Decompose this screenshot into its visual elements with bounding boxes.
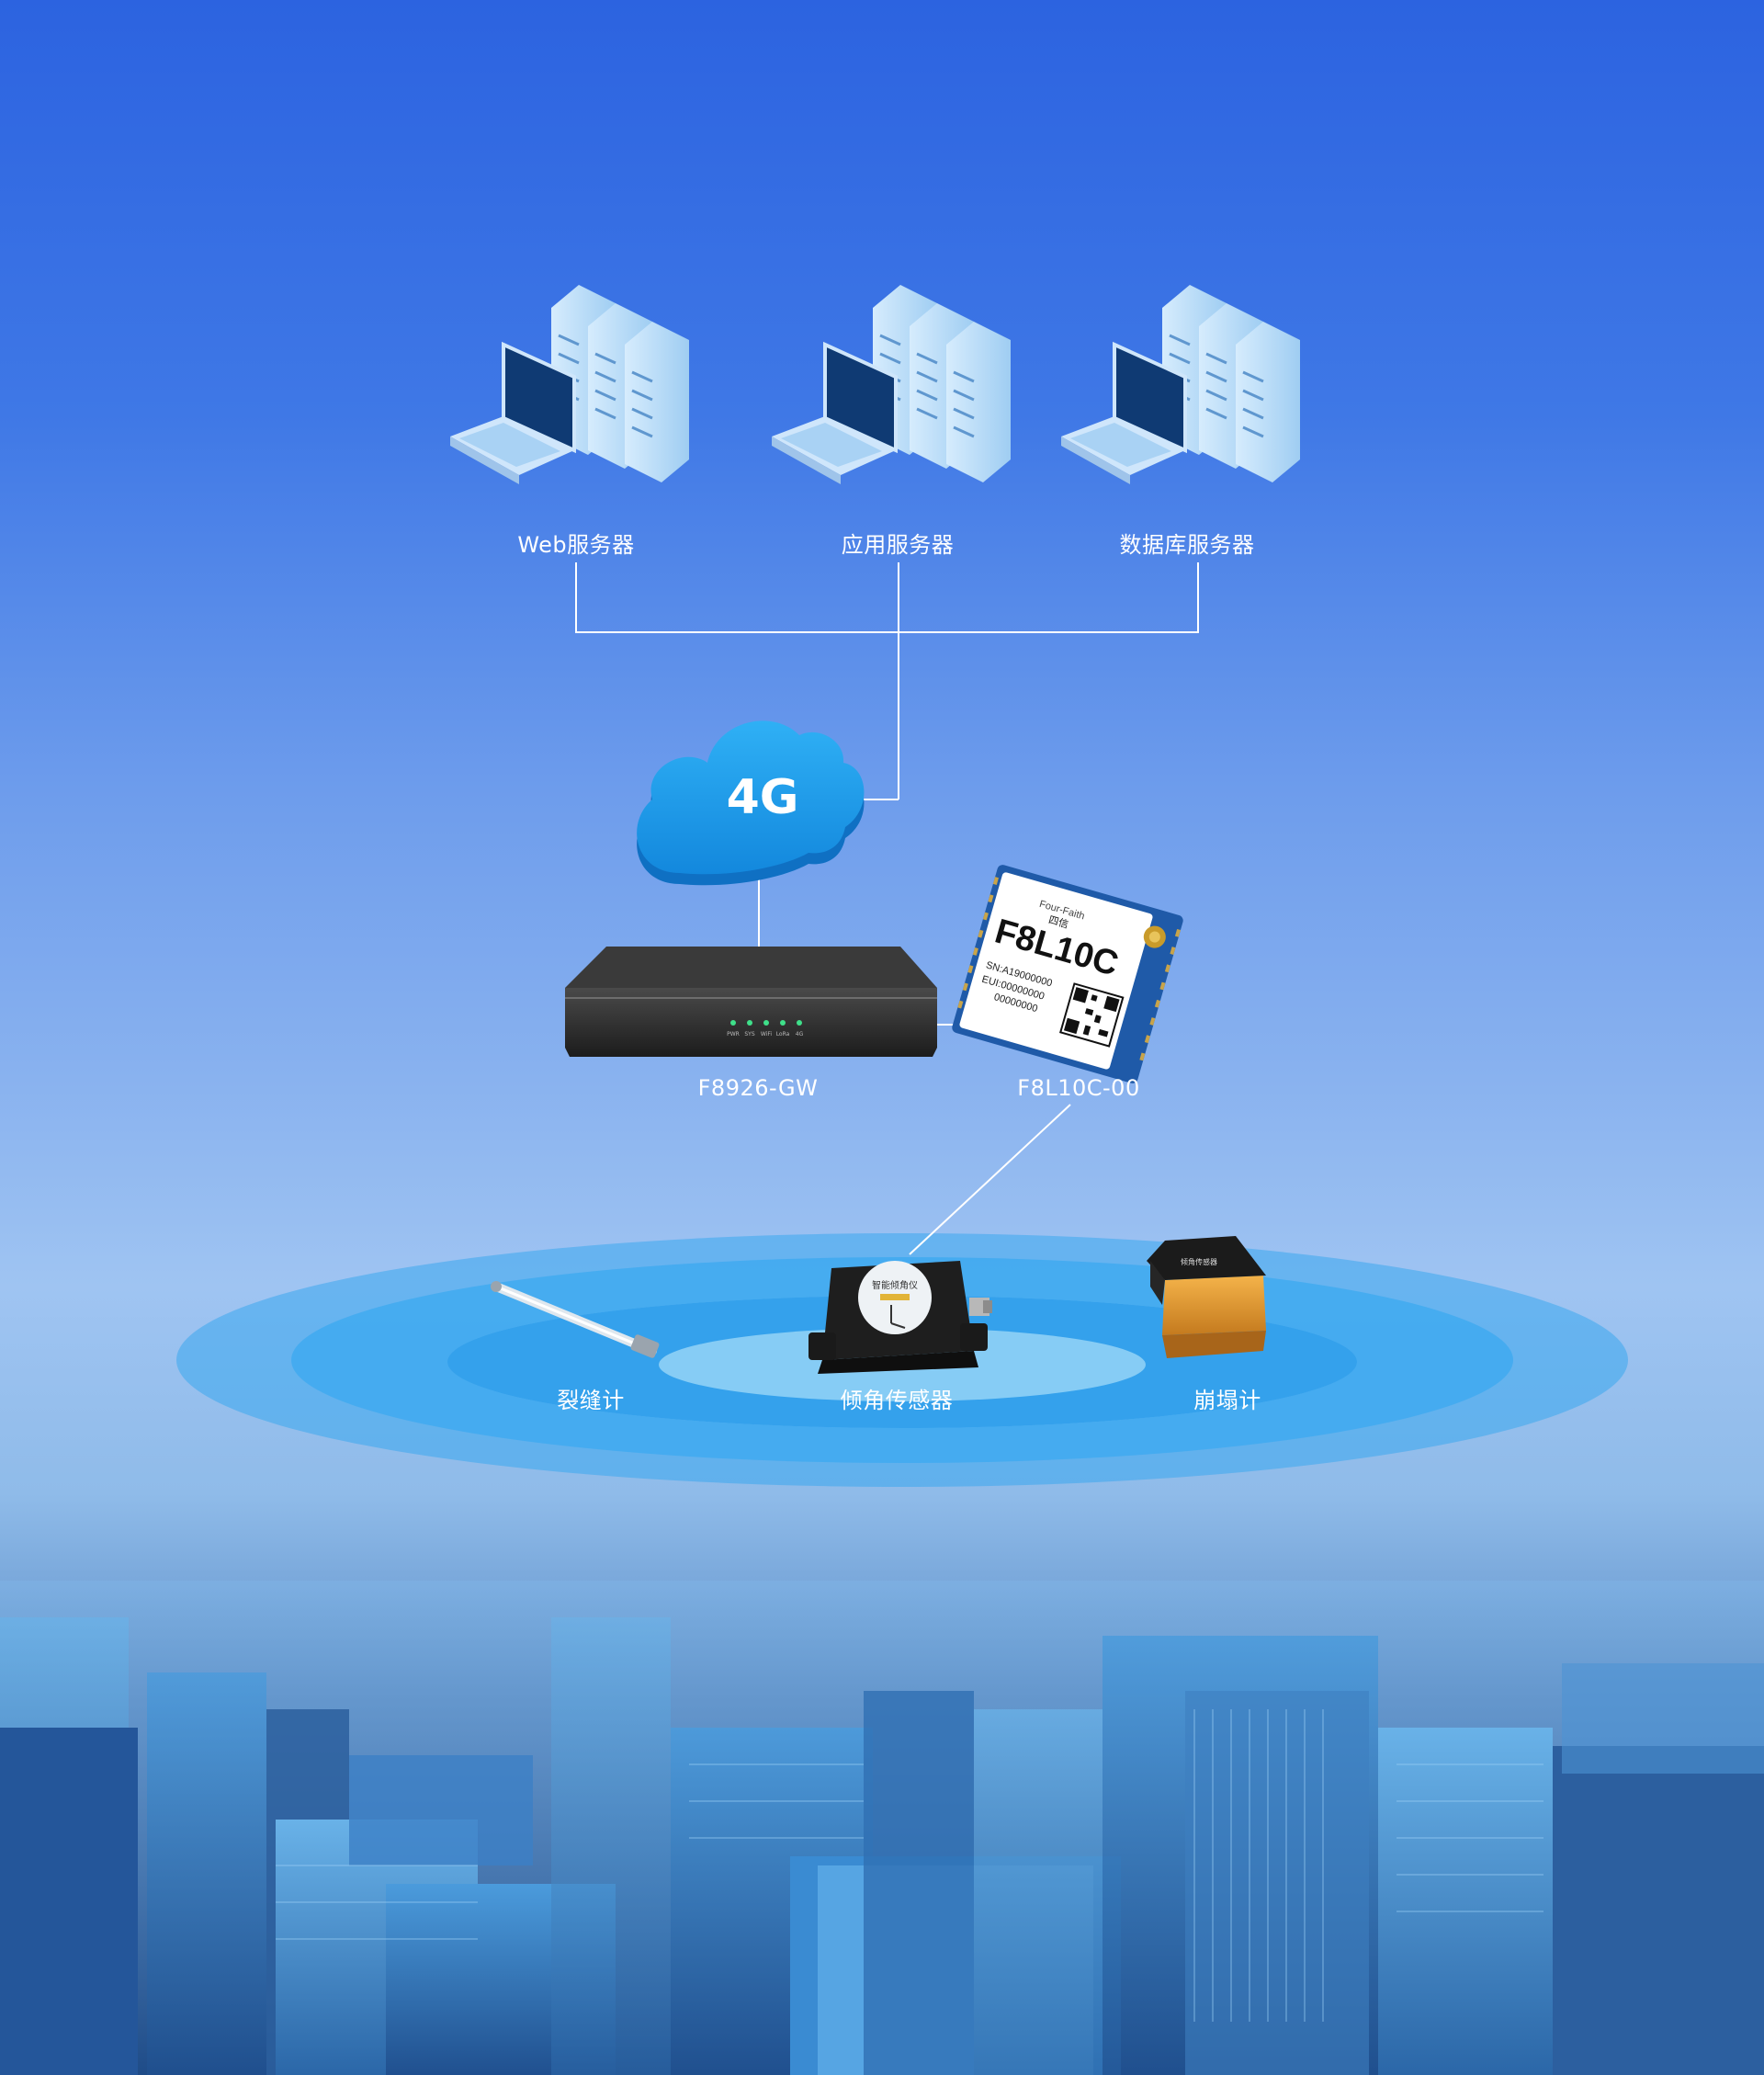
- collapse-device-text: 倾角传感器: [1181, 1257, 1217, 1266]
- indicator-4g: 4G: [796, 1031, 804, 1038]
- tilt-sensor-label: 倾角传感器: [840, 1388, 954, 1413]
- indicator-lora: LoRa: [776, 1031, 790, 1038]
- tilt-sensor-icon: 智能倾角仪: [808, 1261, 992, 1374]
- indicator-wifi: WiFi: [761, 1031, 772, 1038]
- crack-meter-icon: [491, 1281, 660, 1358]
- module-sensor-line: [909, 1104, 1071, 1255]
- city-skyline-background: [0, 1581, 1764, 2075]
- module-brand-cn: 四信: [1047, 913, 1070, 931]
- tilt-device-text: 智能倾角仪: [872, 1279, 918, 1291]
- indicator-pwr: PWR: [727, 1031, 740, 1038]
- lora-module-icon: Four-Faith 四信 F8L10C SN:A19000000 EUI:00…: [952, 865, 1183, 1083]
- database-server-icon: [1061, 285, 1300, 484]
- laptop-icon: [1061, 341, 1187, 484]
- app-server-icon: [772, 285, 1011, 484]
- cloud-icon: 4G: [637, 720, 865, 886]
- server-bus-line: [575, 562, 1199, 633]
- web-server-label: Web服务器: [517, 532, 635, 558]
- cloud-label: 4G: [727, 770, 799, 825]
- laptop-icon: [450, 341, 576, 484]
- database-server-label: 数据库服务器: [1119, 532, 1255, 558]
- app-server-label: 应用服务器: [841, 532, 955, 558]
- module-label: F8L10C-00: [1017, 1075, 1140, 1101]
- gateway-label: F8926-GW: [697, 1075, 819, 1101]
- web-server-icon: [450, 285, 689, 484]
- indicator-sys: SYS: [744, 1031, 754, 1038]
- laptop-icon: [772, 341, 898, 484]
- crack-meter-label: 裂缝计: [557, 1388, 625, 1413]
- collapse-meter-icon: 倾角传感器: [1147, 1236, 1266, 1358]
- gateway-device-icon: PWR SYS WiFi LoRa 4G: [565, 947, 937, 1057]
- connector-plug-icon: [969, 1298, 992, 1316]
- collapse-meter-label: 崩塌计: [1193, 1388, 1261, 1413]
- qr-code-icon: [1059, 982, 1125, 1048]
